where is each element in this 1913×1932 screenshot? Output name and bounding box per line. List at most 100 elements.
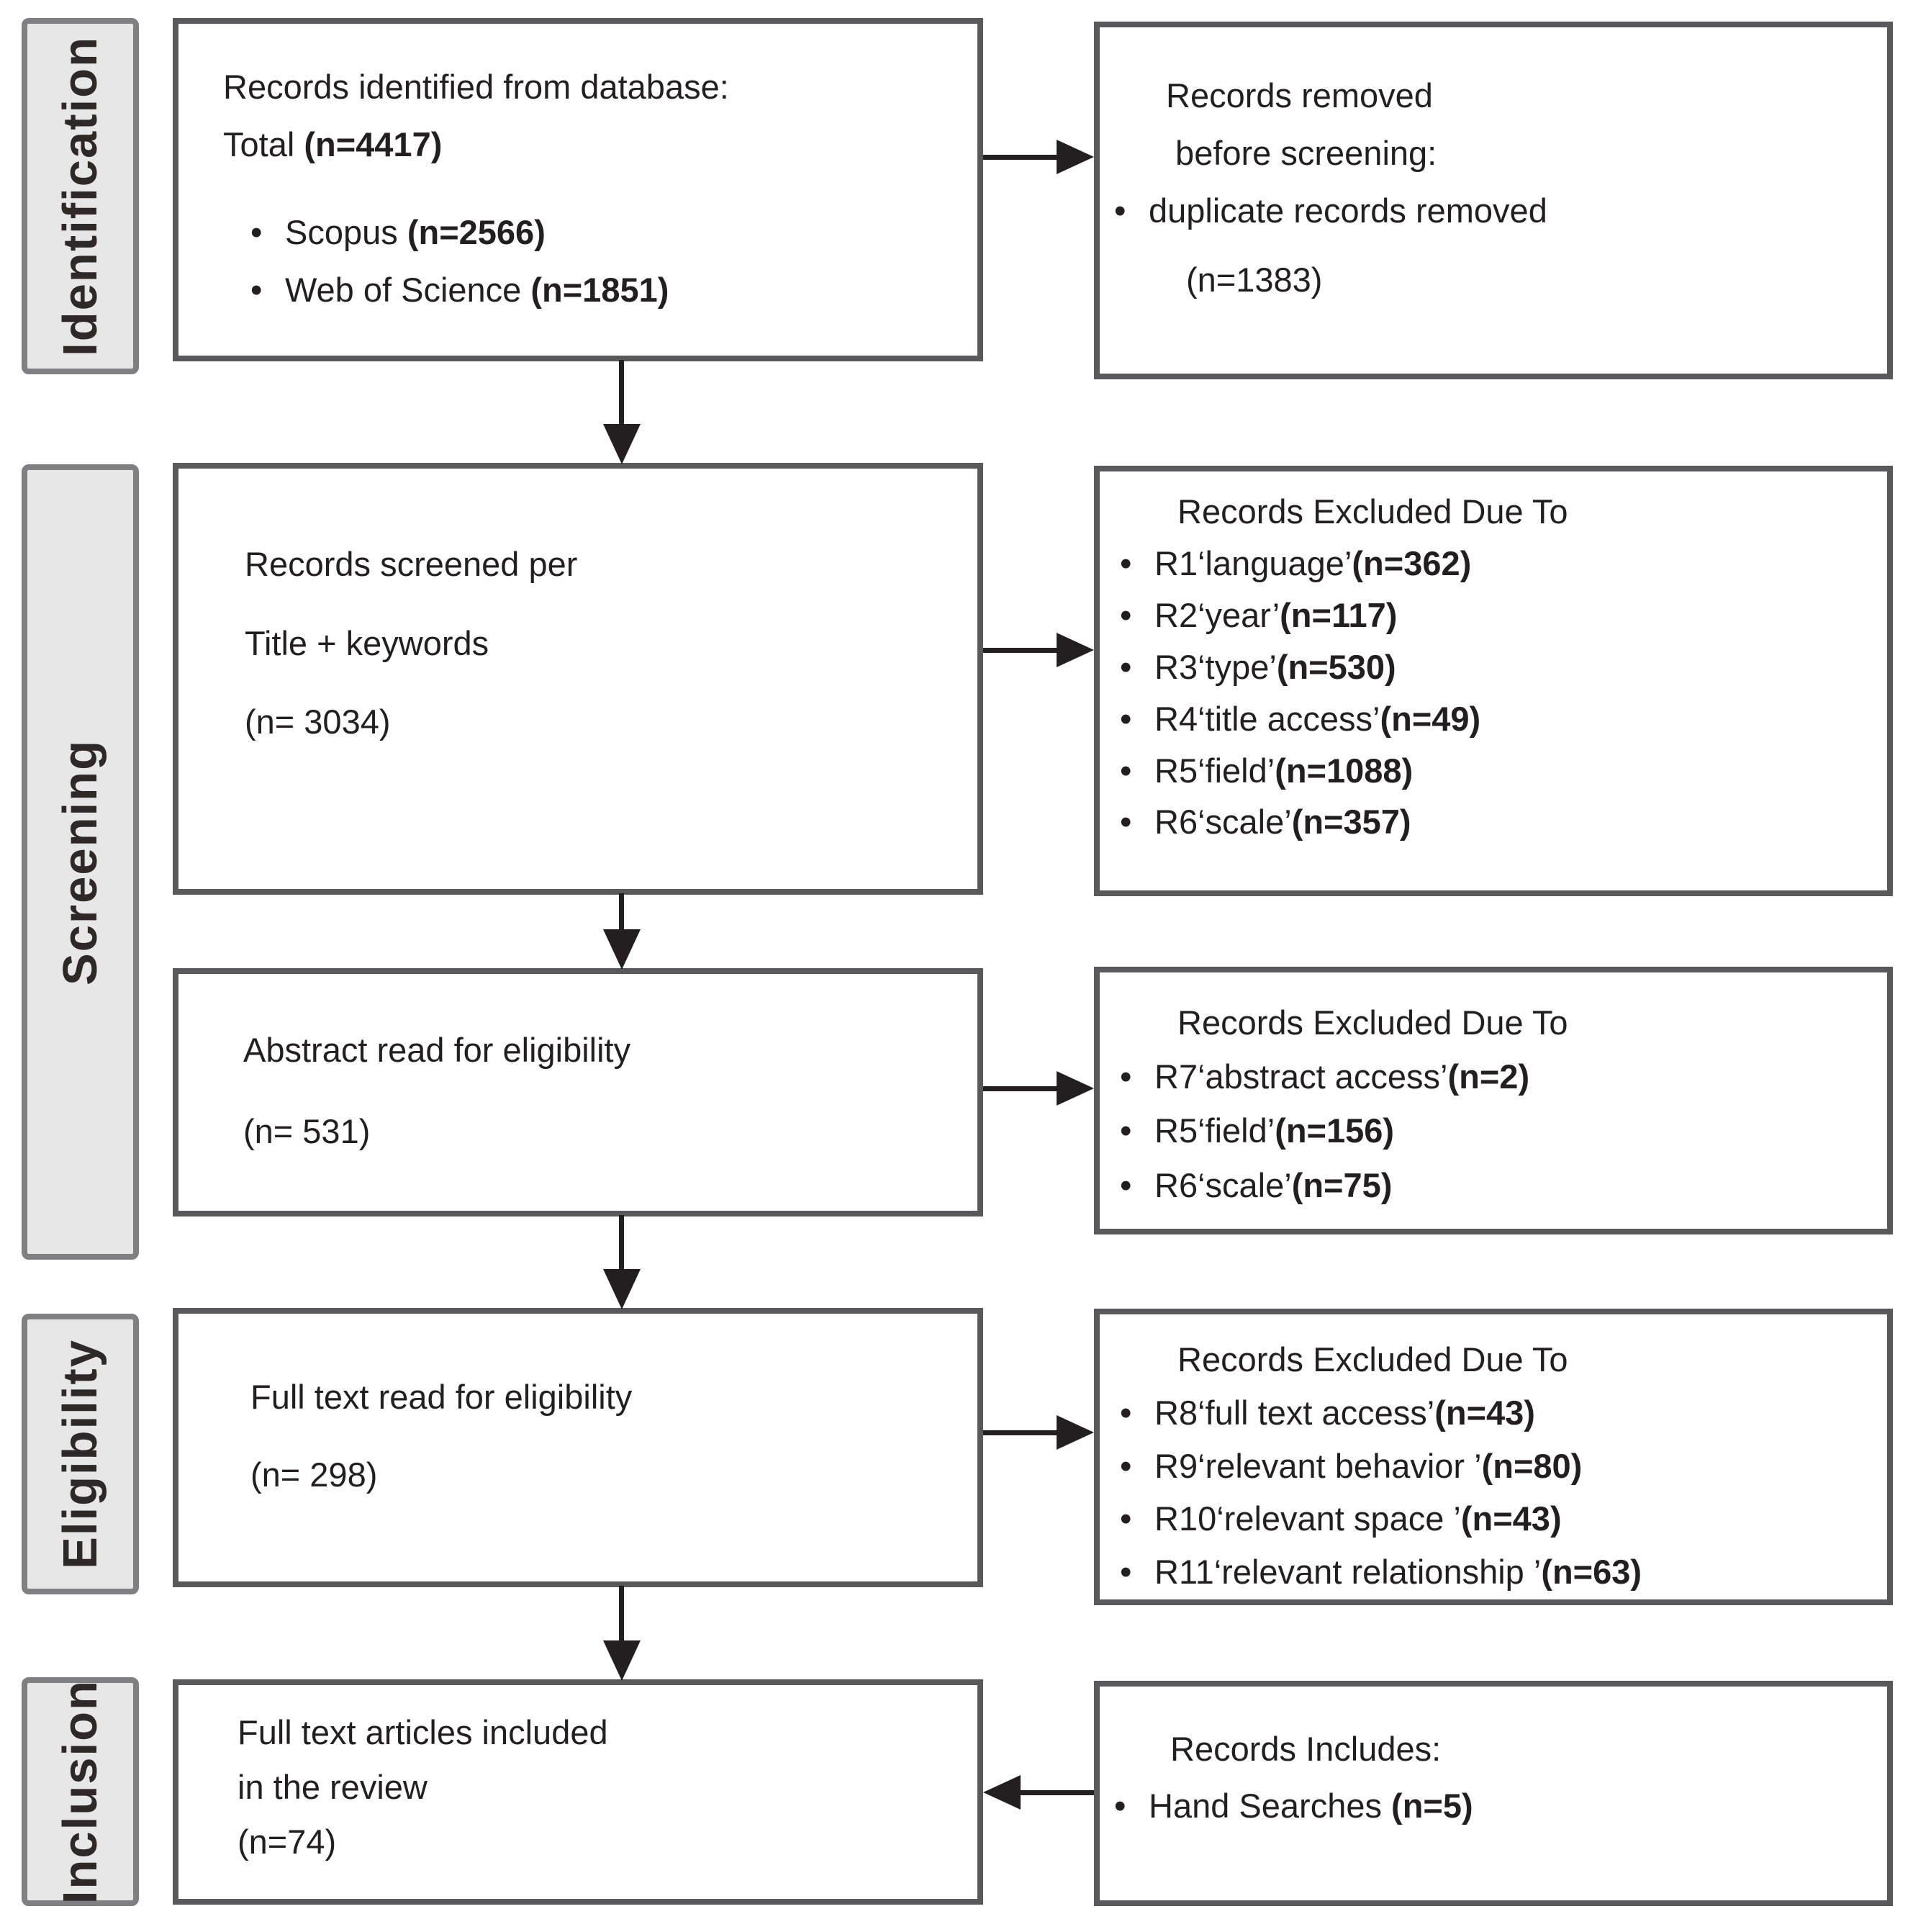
bullet-text: Hand Searches (n=5)	[1149, 1786, 1473, 1825]
bullet-text: R6‘scale’(n=357)	[1154, 803, 1411, 841]
arrow-shaft	[983, 1430, 1058, 1435]
bullet-icon: •	[1120, 1393, 1132, 1432]
bullet-text: R4‘title access’(n=49)	[1154, 699, 1481, 738]
arrow-shaft	[983, 648, 1058, 653]
excluded-abstract-bullets: •R7‘abstract access’(n=2)•R5‘field’(n=15…	[1120, 1049, 1880, 1212]
arrow-right-icon	[1057, 1415, 1094, 1450]
bullet-text: R9‘relevant behavior ’(n=80)	[1154, 1446, 1583, 1485]
text-line: (n= 298)	[250, 1455, 378, 1494]
bullet-icon: •	[1120, 1446, 1132, 1485]
arrow-shaft	[983, 155, 1058, 160]
bullet-item: • R10‘relevant space ’(n=43)	[1120, 1492, 1880, 1545]
box-records-removed: Records removed before screening: •dupli…	[1094, 22, 1893, 379]
records-identified-lines: Records identified from database: Total (…	[223, 58, 963, 173]
text-line: Full text read for eligibility	[250, 1378, 633, 1416]
bullet-item: • Web of Science (n=1851)	[250, 261, 963, 319]
bullet-item: •R6‘scale’(n=75)	[1120, 1158, 1880, 1212]
bullet-icon: •	[1120, 751, 1132, 790]
count-value: (n=49)	[1380, 699, 1481, 738]
text-line: (n=1383)	[1186, 260, 1323, 299]
arrow-identified-to-removed	[983, 140, 1094, 174]
bullet-icon: •	[250, 270, 263, 309]
count-value: (n=2566)	[407, 212, 546, 251]
box-excluded-fulltext: Records Excluded Due To • R8‘full text ac…	[1094, 1309, 1893, 1605]
abstract-read-lines: Abstract read for eligibility(n= 531)	[243, 1010, 963, 1173]
arrow-fulltext-to-included	[603, 1586, 641, 1681]
bullet-text: R1‘language’(n=362)	[1154, 543, 1472, 582]
hand-searches-bullets: •Hand Searches (n=5)	[1114, 1778, 1880, 1835]
text-line: Records screened per	[245, 545, 578, 583]
arrow-right-icon	[1057, 633, 1094, 667]
arrow-hand-to-included	[983, 1775, 1094, 1810]
bullet-item: • R8‘full text access’(n=43)	[1120, 1386, 1880, 1440]
count-value: (n=1851)	[530, 270, 669, 309]
bullet-item: •R11‘relevant relationship ’(n=63)	[1120, 1545, 1880, 1599]
stage-label-eligibility-text: Eligibility	[53, 1339, 107, 1569]
arrow-down-icon	[603, 929, 641, 970]
count-value: (n=156)	[1275, 1111, 1395, 1150]
bullet-text: duplicate records removed	[1149, 191, 1547, 230]
count-value: (n=117)	[1280, 595, 1398, 634]
arrow-identified-to-screened	[603, 360, 641, 464]
stage-label-identification-text: Identification	[53, 36, 107, 356]
count-value: (n=75)	[1291, 1165, 1393, 1204]
arrow-screened-to-excluded	[983, 633, 1094, 667]
count-value: (n=530)	[1276, 647, 1396, 686]
arrow-shaft	[619, 1215, 624, 1271]
bullet-item: •Hand Searches (n=5)	[1114, 1778, 1880, 1835]
text-line: Total (n=4417)	[223, 125, 443, 163]
bullet-icon: •	[1120, 1165, 1132, 1204]
bullet-icon: •	[1120, 699, 1132, 738]
bullet-item: •R5‘field’(n=1088)	[1120, 745, 1880, 797]
records-removed-count: (n=1383)	[1114, 251, 1873, 309]
arrow-down-icon	[603, 1269, 641, 1309]
arrow-fulltext-to-excluded	[983, 1415, 1094, 1450]
stage-label-screening-text: Screening	[53, 739, 107, 985]
bullet-text: R8‘full text access’(n=43)	[1154, 1393, 1535, 1432]
bullet-item: •R6‘scale’(n=357)	[1120, 796, 1880, 848]
count-value: (n=362)	[1352, 543, 1472, 582]
count-value: (n=63)	[1541, 1553, 1642, 1592]
count-value: (n=1088)	[1275, 751, 1414, 790]
text-line: Records identified from database:	[223, 68, 729, 106]
bullet-item: • R4‘title access’(n=49)	[1120, 693, 1880, 745]
arrow-shaft	[619, 1586, 624, 1643]
records-identified-bullets: •Scopus (n=2566)•Web of Science (n=1851)	[223, 204, 963, 319]
bullet-text: R3‘type’(n=530)	[1154, 647, 1396, 686]
count-value: (n=80)	[1481, 1446, 1583, 1485]
count-value: (n=43)	[1460, 1499, 1562, 1538]
arrow-left-icon	[983, 1775, 1021, 1810]
count-value: (n=357)	[1291, 803, 1411, 841]
bullet-text: Web of Science (n=1851)	[285, 270, 669, 309]
excluded-fulltext-title: Records Excluded Due To	[1177, 1340, 1568, 1378]
bullet-text: R11‘relevant relationship ’(n=63)	[1154, 1553, 1642, 1592]
bullet-item: •R7‘abstract access’(n=2)	[1120, 1049, 1880, 1103]
bullet-icon: •	[1120, 1057, 1132, 1096]
box-fulltext-read: Full text read for eligibility (n= 298)	[173, 1308, 983, 1587]
bullet-item: •R1‘language’(n=362)	[1120, 538, 1880, 590]
text-line: Title + keywords	[245, 623, 489, 662]
text-line: (n= 3034)	[245, 703, 391, 741]
records-removed-lines: Records removed before screening:	[1114, 67, 1873, 182]
arrow-abstract-to-excluded	[983, 1071, 1094, 1106]
text-line: Abstract read for eligibility	[243, 1031, 631, 1069]
text-line: (n=74)	[238, 1823, 337, 1861]
bullet-icon: •	[1120, 595, 1132, 634]
text-line: Full text articles included	[238, 1713, 608, 1751]
bullet-icon: •	[1120, 1111, 1132, 1150]
bullet-text: R2‘year’(n=117)	[1154, 595, 1398, 634]
box-excluded-abstract: Records Excluded Due To •R7‘abstract acc…	[1094, 967, 1893, 1234]
bullet-item: • R9‘relevant behavior ’(n=80)	[1120, 1440, 1880, 1493]
stage-label-screening: Screening	[22, 464, 139, 1260]
excluded-abstract-title: Records Excluded Due To	[1177, 1003, 1568, 1042]
bullet-icon: •	[1120, 1499, 1132, 1538]
bullet-text: R10‘relevant space ’(n=43)	[1154, 1499, 1562, 1538]
stage-label-identification: Identification	[22, 18, 139, 374]
box-records-identified: Records identified from database: Total (…	[173, 18, 983, 361]
bullet-item: •duplicate records removed	[1114, 182, 1873, 240]
